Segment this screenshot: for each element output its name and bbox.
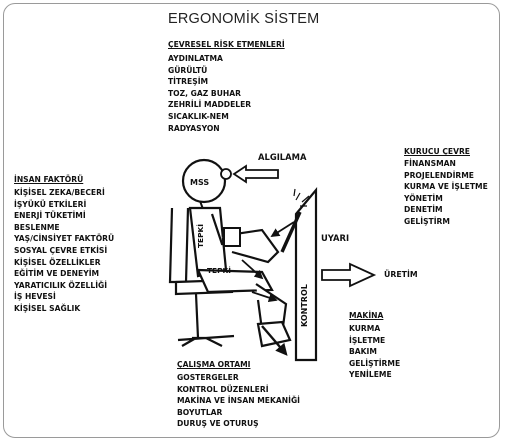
operator-hand [224,228,240,246]
perception-arrow [234,166,278,182]
control-label: KONTROL [300,284,309,327]
perception-label: ALGILAMA [258,152,306,162]
reaction-label: TEPKİ [196,224,205,248]
chair-base [178,294,234,346]
signal-label: UYARI [321,233,349,243]
chair-back [170,208,188,282]
production-label: ÜRETİM [384,270,418,279]
reaction-label-lower: TEPKİ [207,266,231,275]
cns-label: MSS [190,178,209,187]
production-arrow [322,264,374,286]
operator-eye [221,169,231,179]
